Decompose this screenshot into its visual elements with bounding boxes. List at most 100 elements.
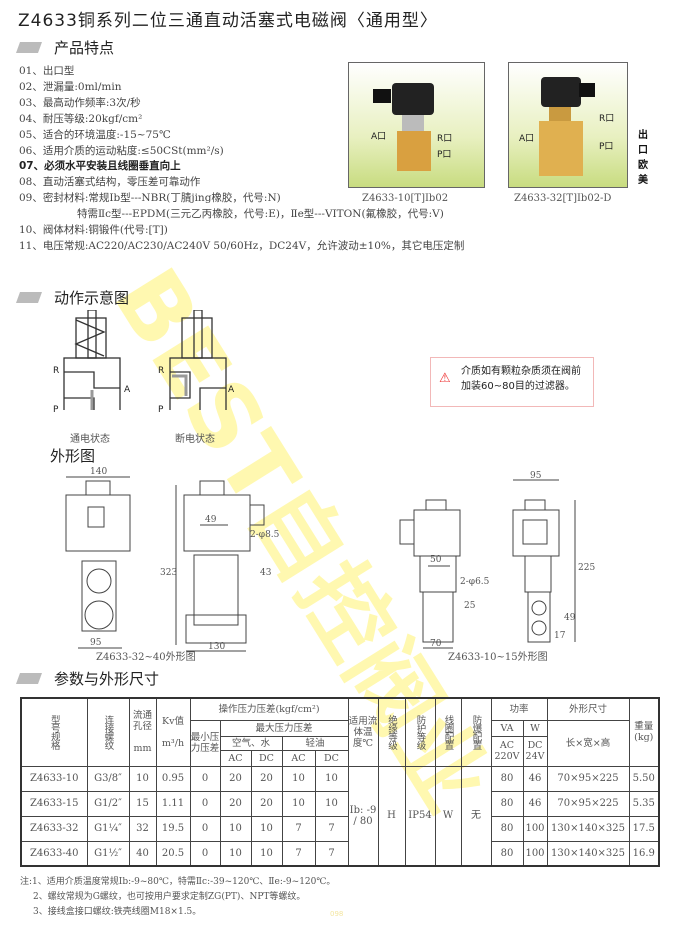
table-cell: G1/2″: [86, 790, 130, 817]
outline-drawing-10-15: 50 2-φ6.5 25 70 95 225 49 17: [399, 471, 595, 649]
table-cell: 100: [522, 815, 548, 842]
feature-item: 03、最高动作频率:3次/秒: [19, 96, 141, 109]
table-cell: 1.11: [155, 790, 191, 817]
dim-label: 140: [90, 467, 107, 477]
table-cell: 0.95: [155, 765, 191, 792]
table-cell: 17.5: [628, 815, 660, 842]
table-cell: 130×140×325: [546, 815, 630, 842]
table-cell: 10: [281, 765, 316, 792]
table-cell: 20.5: [155, 840, 191, 867]
header-ac: AC: [281, 749, 316, 767]
table-cell: 46: [522, 790, 548, 817]
port-a-label: A: [124, 385, 131, 395]
header-protection: 防护等级: [414, 715, 426, 750]
note: 注:1、适用介质温度常规Ib:-9~80℃，特需Ⅱc:-39~120℃、Ⅱe:-…: [20, 877, 336, 887]
header-coil: 线圈配置: [442, 715, 454, 750]
table-cell: 5.50: [628, 765, 660, 792]
feature-item: 08、直动活塞式结构，零压差可靠动作: [19, 176, 201, 189]
table-cell: 10: [250, 815, 283, 842]
table-cell: 10: [219, 840, 252, 867]
section-action: 动作示意图: [15, 287, 129, 308]
table-cell: 16.9: [628, 840, 660, 867]
dim-label: 25: [464, 601, 476, 611]
photo-caption: Z4633-10[T]Ib02: [362, 193, 449, 204]
table-cell: 7: [281, 840, 316, 867]
table-cell: 130×140×325: [546, 840, 630, 867]
dim-label: 95: [90, 638, 102, 648]
dim-label: 225: [578, 563, 595, 573]
dim-label: 95: [530, 471, 542, 481]
feature-item: 06、适用介质的运动粘度:≤50CSt(mm²/s): [19, 144, 224, 157]
table-cell: Z4633-15: [20, 790, 88, 817]
table-cell: W: [434, 765, 462, 867]
feature-item: 特需Ⅱc型---EPDM(三元乙丙橡胶，代号:E)，Ⅱe型---VITON(氟橡…: [77, 208, 444, 221]
header-dc: DC: [250, 749, 283, 767]
port-r-label: R: [158, 366, 165, 376]
table-cell: G1½″: [86, 840, 130, 867]
section-features: 产品特点: [15, 37, 114, 58]
header-air-water: 空气、水: [219, 735, 283, 751]
feature-item: 09、密封材料:常规Ⅰb型---NBR(丁腈jing橡胶，代号:N): [19, 192, 281, 205]
table-cell: G1¼″: [86, 815, 130, 842]
table-cell: 7: [281, 815, 316, 842]
table-cell: 10: [281, 790, 316, 817]
header-bore: 流通孔径: [132, 710, 152, 733]
header-model: 型号规格: [48, 715, 60, 750]
table-cell: 32: [128, 815, 157, 842]
table-cell: 80: [490, 815, 524, 842]
header-weight: 重量(kg): [628, 697, 660, 767]
table-cell: 7: [314, 815, 349, 842]
port-label: R口: [437, 134, 453, 144]
table-cell: 70×95×225: [546, 765, 630, 792]
feature-list: 01、出口型 02、泄漏量:0ml/min 03、最高动作频率:3次/秒 04、…: [19, 64, 464, 255]
table-cell: 46: [522, 765, 548, 792]
feature-item: 02、泄漏量:0ml/min: [19, 80, 122, 93]
dim-label: 130: [208, 642, 225, 652]
header-kv-unit: m³/h: [161, 737, 185, 749]
table-cell: 0: [189, 815, 221, 842]
table-cell: 5.35: [628, 790, 660, 817]
table-cell: 70×95×225: [546, 790, 630, 817]
outline-drawing-32-40: 140 95 49 2-φ8.5 323 43 130: [65, 467, 280, 652]
product-photo-z4633-10: A口 R口 P口: [348, 62, 485, 188]
port-a-label: A: [228, 385, 235, 395]
section-params: 参数与外形尺寸: [15, 668, 159, 689]
table-cell: 80: [490, 840, 524, 867]
feature-item: 10、阀体材料:铜锻件(代号:[T]): [19, 224, 168, 237]
header-w: W: [522, 719, 548, 737]
table-cell: 10: [314, 765, 349, 792]
table-cell: 0: [189, 840, 221, 867]
table-cell: 80: [490, 790, 524, 817]
warning-icon: ⚠: [439, 371, 451, 386]
header-operating-pressure: 操作压力压差(kgf/cm²): [189, 697, 349, 721]
table-cell: 无: [460, 765, 492, 867]
energized-state-label: 通电状态: [70, 434, 110, 445]
port-label: P口: [599, 142, 614, 152]
table-cell: Z4633-32: [20, 815, 88, 842]
feature-item: 04、耐压等级:20kgf/cm²: [19, 112, 143, 125]
dim-label: 17: [554, 631, 566, 641]
header-explosion-proof: 防爆配置: [470, 715, 482, 750]
header-min-pressure: 最小压力压差: [189, 719, 221, 767]
table-cell: 20: [250, 790, 283, 817]
port-label: R口: [599, 114, 615, 124]
port-label: A口: [371, 132, 387, 142]
table-cell: IP54: [404, 765, 436, 867]
dim-label: 70: [430, 639, 442, 649]
product-photo-z4633-32: A口 R口 P口: [508, 62, 628, 188]
header-dc: DC: [314, 749, 349, 767]
header-max-pressure: 最大压力压差: [219, 719, 349, 737]
header-light-oil: 轻油: [281, 735, 349, 751]
port-r-label: R: [53, 366, 60, 376]
action-diagram: [63, 310, 227, 410]
photo-caption: Z4633-32[T]Ib02-D: [514, 193, 612, 204]
header-va: VA: [490, 719, 524, 737]
header-ac220: AC 220V: [490, 735, 524, 767]
table-cell: 0: [189, 765, 221, 792]
table-cell: 20: [219, 790, 252, 817]
page-number: 098: [330, 910, 344, 918]
